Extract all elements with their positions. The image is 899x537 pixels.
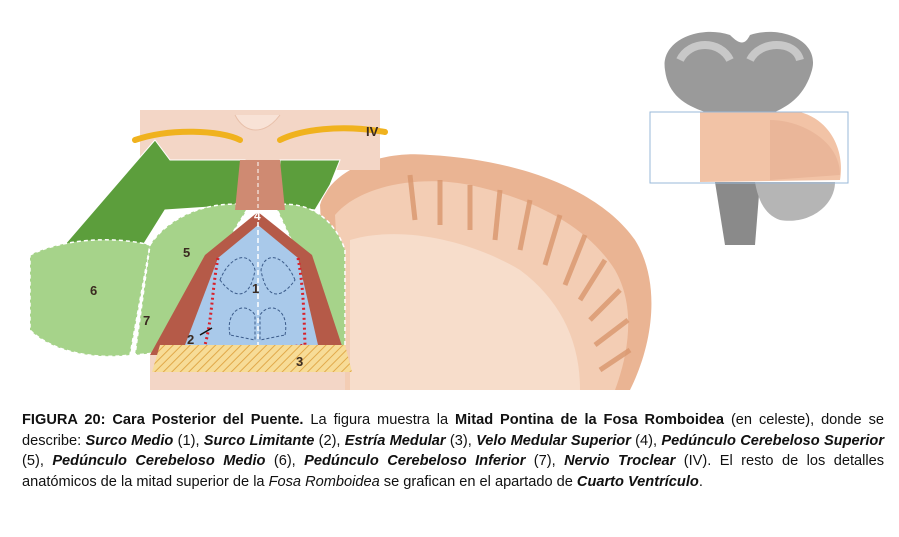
caption-text: (IV). El resto de los detalles anatómico… [22, 453, 885, 490]
term: Surco Medio [85, 432, 174, 449]
caption-text: (en celeste), donde se describe: [22, 412, 885, 449]
term: Velo Medular Superior [476, 432, 631, 449]
term: Pedúnculo Cerebeloso Inferior [304, 453, 526, 469]
term: Estría Medular [344, 432, 446, 449]
inset-highlight-box [649, 111, 849, 184]
caption-text: (5), [22, 453, 53, 469]
caption-text: . [698, 473, 703, 490]
caption-text: (4), [630, 432, 662, 449]
label-iv: IV [366, 124, 379, 139]
rhomboid-fossa-pontine-half [185, 225, 318, 345]
caption-text: (2), [314, 432, 345, 449]
label-3: 3 [296, 354, 303, 369]
caption-text: (6), [265, 453, 305, 469]
label-2: 2 [187, 332, 194, 347]
figure-label: FIGURA 20: Cara Posterior del Puente. [22, 412, 304, 428]
trochlear-nerve [132, 125, 388, 143]
caption-text: La figura muestra la [303, 412, 455, 428]
term: Cuarto Ventrículo [576, 473, 699, 490]
caption-text: se grafican en el apartado de [379, 473, 577, 490]
caption-text: (3), [445, 432, 477, 449]
term: Surco Limitante [203, 432, 315, 449]
label-1: 1 [252, 281, 259, 296]
term: Mitad Pontina de la Fosa Romboidea [455, 412, 725, 428]
figure-caption: FIGURA 20: Cara Posterior del Puente. La… [22, 410, 884, 492]
label-4: 4 [254, 209, 261, 223]
caption-text: (7), [525, 453, 565, 469]
term: Pedúnculo Cerebeloso Superior [661, 432, 884, 449]
term: Nervio Troclear [564, 453, 676, 469]
label-6: 6 [90, 283, 97, 298]
label-7: 7 [143, 313, 150, 328]
brainstem-inset [649, 31, 849, 245]
label-5: 5 [183, 245, 190, 260]
term: Fosa Romboidea [268, 473, 380, 490]
term: Pedúnculo Cerebeloso Medio [52, 453, 266, 469]
caption-text: (1), [173, 432, 204, 449]
pons-posterior-illustration: 1 2 3 4 5 6 7 IV [29, 31, 849, 390]
medullary-striae [152, 345, 352, 372]
middle-peduncle [29, 239, 151, 358]
cerebellum [320, 154, 652, 390]
